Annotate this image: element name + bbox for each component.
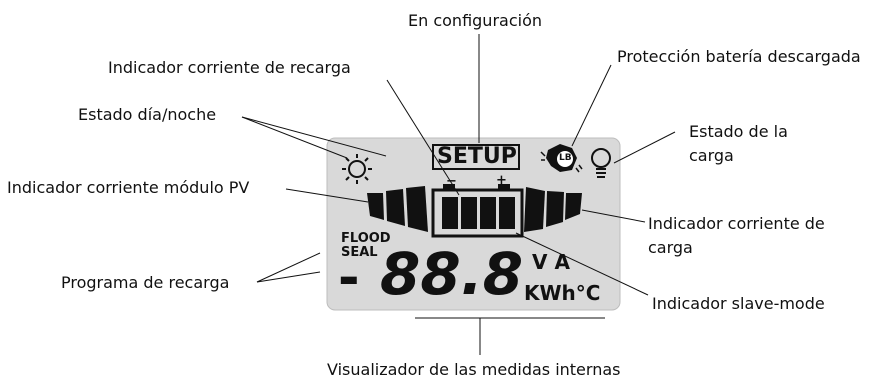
bulb-icon: [591, 148, 611, 178]
pointer-lines: [241, 34, 676, 355]
pv-bar: [406, 186, 428, 232]
label-indicador-modulo-pv: Indicador corriente módulo PV: [7, 178, 250, 197]
load-bar: [565, 193, 582, 220]
minus-sign: -: [338, 248, 360, 308]
seal-text: SEAL: [341, 245, 378, 260]
label-indicador-corriente-recarga: Indicador corriente de recarga: [108, 58, 351, 77]
label-estado-carga-line1: Estado de la: [689, 122, 788, 141]
load-bar: [524, 187, 545, 232]
pv-current-bars: [367, 186, 428, 232]
units-top: V A: [532, 250, 570, 274]
units-bottom: KWh°C: [524, 281, 601, 305]
label-indicador-slave: Indicador slave-mode: [652, 294, 825, 313]
setup-box: [432, 144, 520, 170]
low-battery-hand-icon: [540, 144, 583, 173]
lcd-digits: 88.8: [380, 240, 524, 308]
battery-minus-text: −: [446, 174, 457, 189]
label-indicador-carga-line2: carga: [648, 238, 693, 257]
label-programa-recarga: Programa de recarga: [61, 273, 230, 292]
load-current-bars: [524, 187, 582, 232]
load-bar: [546, 191, 564, 227]
label-indicador-carga-line1: Indicador corriente de: [648, 214, 825, 233]
sun-icon: [342, 154, 372, 184]
pv-bar: [367, 193, 384, 220]
label-estado-carga-line2: carga: [689, 146, 734, 165]
battery-segment: [499, 197, 515, 229]
label-visualizador: Visualizador de las medidas internas: [327, 360, 621, 379]
label-proteccion-bateria: Protección batería descargada: [617, 47, 861, 66]
flood-text: FLOOD: [341, 231, 391, 246]
setup-text: SETUP: [437, 144, 517, 169]
label-estado-dia-noche: Estado día/noche: [78, 105, 217, 124]
battery-icon: [431, 184, 524, 238]
battery-plus-text: +: [496, 173, 507, 188]
lb-text: LB: [559, 153, 572, 163]
battery-segment: [461, 197, 477, 229]
pv-bar: [386, 189, 405, 226]
label-en-configuracion: En configuración: [408, 11, 542, 30]
battery-segment: [442, 197, 458, 229]
battery-segment: [480, 197, 496, 229]
